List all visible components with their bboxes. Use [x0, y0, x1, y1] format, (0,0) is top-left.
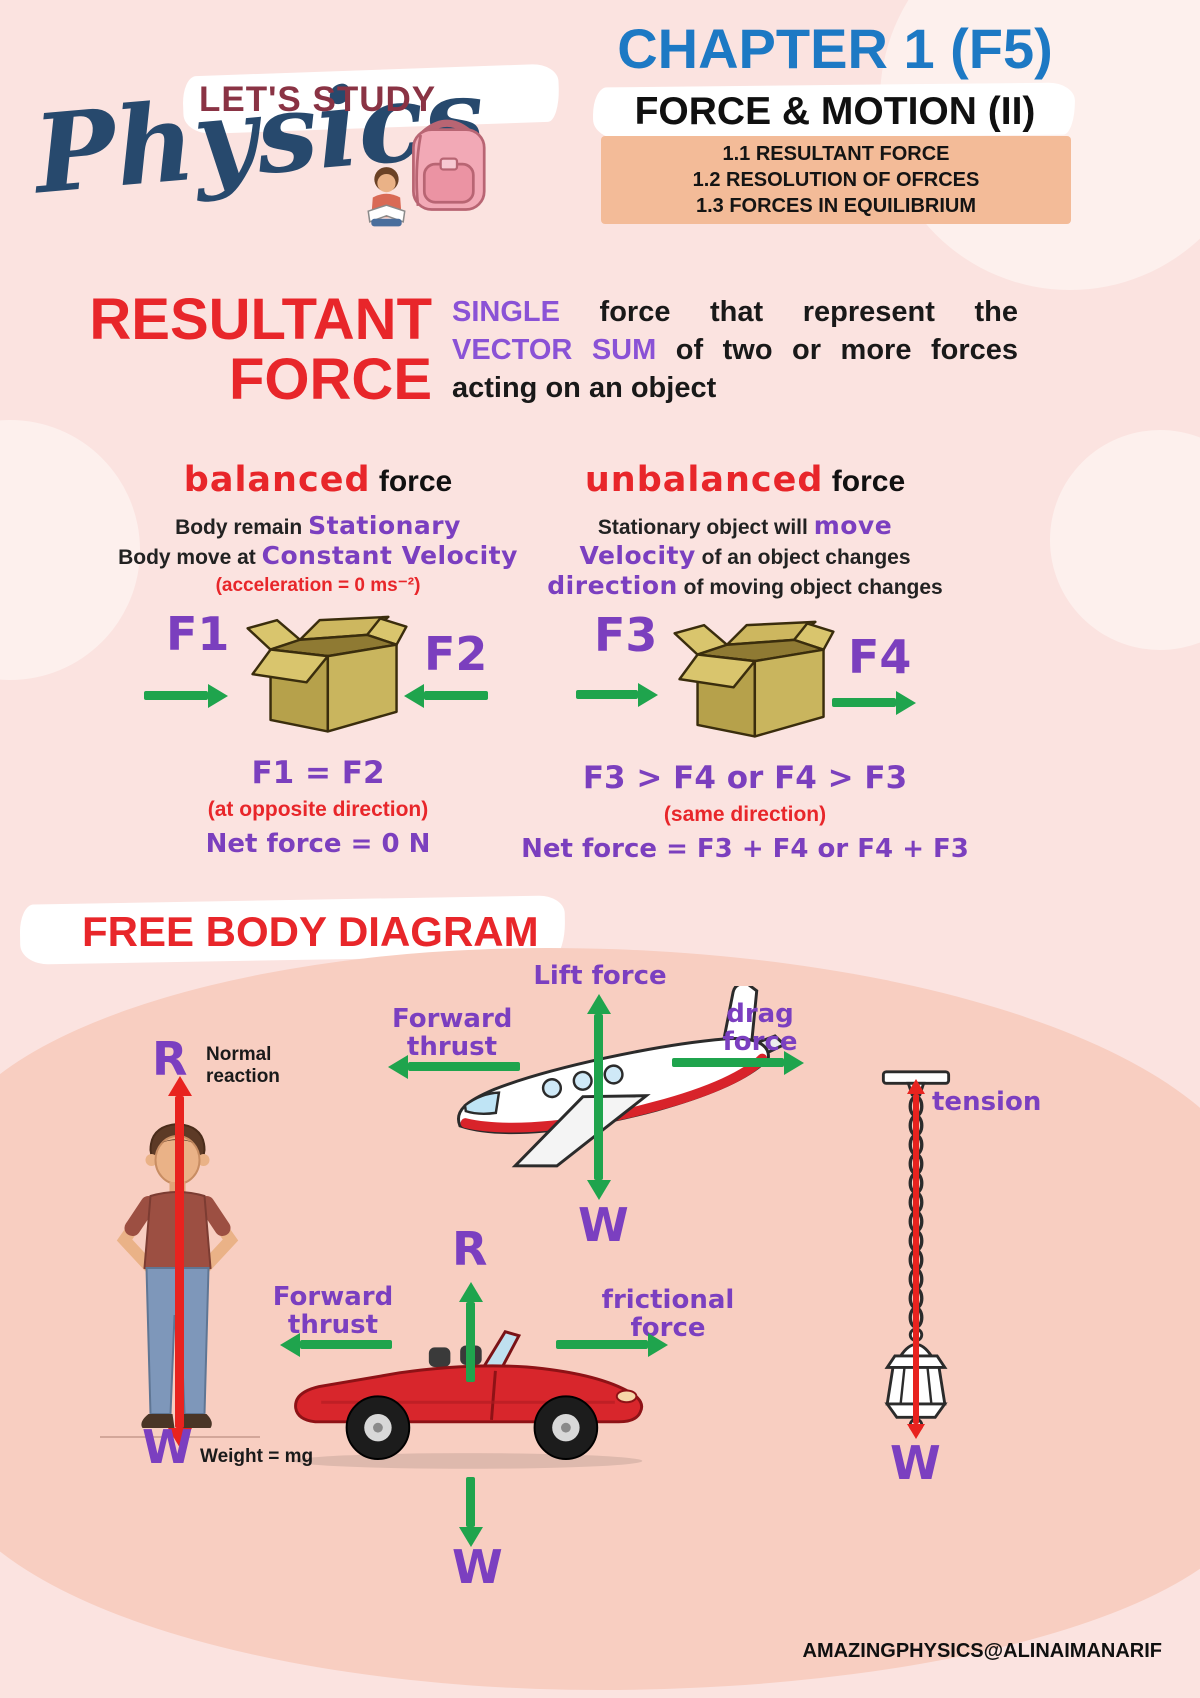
chapter-title: CHAPTER 1 (F5) — [617, 17, 1053, 80]
balanced-line2: Body move at Constant Velocity — [108, 542, 528, 572]
f3-label: F3 — [594, 608, 658, 662]
topic-item: 1.1 RESULTANT FORCE — [722, 143, 950, 165]
balanced-heading-accent: balanced — [183, 460, 371, 500]
line-plain: Body move at — [118, 546, 262, 569]
label-line: Normal — [206, 1044, 272, 1065]
line-plain: of an object changes — [695, 546, 911, 569]
topic-item: 1.2 RESOLUTION OF OFRCES — [692, 169, 980, 191]
balanced-net-force: Net force = 0 N — [205, 829, 431, 859]
unbalanced-heading-rest: force — [823, 465, 906, 498]
lantern-weight-symbol: W — [890, 1436, 941, 1490]
frictional-force-label: frictional force — [598, 1286, 738, 1342]
lift-force-label: Lift force — [533, 961, 667, 991]
unbalanced-heading-accent: unbalanced — [584, 460, 824, 500]
unbalanced-heading: unbalanced force — [510, 460, 980, 500]
f1-label: F1 — [166, 607, 230, 661]
car-reaction-arrow — [466, 1302, 475, 1382]
car-friction-arrow — [556, 1340, 648, 1349]
unbalanced-force-panel: unbalanced force Stationary object will … — [510, 460, 980, 864]
label-line: drag — [726, 999, 794, 1029]
unbalanced-line1: Stationary object will move — [510, 512, 980, 542]
f4-arrow — [832, 698, 896, 707]
unbalanced-direction-note: (same direction) — [663, 803, 827, 826]
line-accent: Constant Velocity — [261, 541, 518, 570]
balanced-force-panel: balanced force Body remain Stationary Bo… — [108, 460, 528, 859]
car-thrust-arrow — [300, 1340, 392, 1349]
f1-arrow — [144, 691, 208, 700]
plane-thrust-arrow — [408, 1062, 520, 1071]
label-line: thrust — [406, 1032, 498, 1063]
chapter-subtitle: FORCE & MOTION (II) — [634, 90, 1036, 133]
f3-arrow — [576, 690, 638, 699]
person-normal-label: Normal reaction — [206, 1044, 280, 1088]
label-line: Forward — [272, 1282, 394, 1312]
f2-label: F2 — [424, 627, 488, 681]
unbalanced-net-force: Net force = F3 + F4 or F4 + F3 — [521, 834, 969, 864]
person-normal-symbol: R — [152, 1032, 188, 1086]
label-line: reaction — [206, 1065, 280, 1087]
resultant-title-line2: FORCE — [229, 347, 432, 412]
line-accent: direction — [547, 571, 678, 600]
label-line: thrust — [287, 1310, 379, 1341]
plane-vertical-arrow — [594, 1014, 603, 1180]
line-plain: of moving object changes — [677, 576, 943, 599]
balanced-heading: balanced force — [108, 460, 528, 500]
background-blob — [1050, 430, 1200, 650]
backpack-icon — [412, 119, 486, 211]
line-accent: Velocity — [579, 541, 696, 570]
line-accent: move — [813, 511, 893, 540]
f4-label: F4 — [848, 630, 912, 684]
balanced-equation: F1 = F2 — [251, 755, 385, 791]
resultant-force-title: RESULTANT FORCE — [60, 290, 432, 410]
topic-item: 1.3 FORCES IN EQUILIBRIUM — [695, 195, 977, 217]
lantern-tension-weight-arrow — [913, 1094, 919, 1424]
tension-label: tension — [932, 1087, 1042, 1117]
reading-kid-icon — [367, 167, 406, 227]
plane-drag-arrow — [672, 1058, 784, 1067]
person-weight-label: Weight = mg — [200, 1446, 314, 1467]
unbalanced-diagram: F3 F4 — [510, 608, 980, 758]
car-thrust-label: Forward thrust — [268, 1283, 398, 1339]
line-plain: Stationary object will — [597, 516, 814, 539]
line-accent: Stationary — [308, 511, 461, 540]
open-box-icon — [246, 615, 408, 733]
f2-arrow — [424, 691, 488, 700]
person-force-arrow — [175, 1096, 184, 1428]
unbalanced-line2: Velocity of an object changes — [510, 542, 980, 572]
car-weight-symbol: W — [452, 1540, 503, 1594]
car-weight-arrow — [466, 1477, 475, 1527]
topics-list: 1.1 RESULTANT FORCE 1.2 RESOLUTION OF OF… — [601, 136, 1071, 224]
person-weight-symbol: W — [142, 1420, 193, 1474]
credit-text: AMAZINGPHYSICS@ALINAIMANARIF — [802, 1640, 1163, 1662]
car-reaction-symbol: R — [452, 1222, 488, 1276]
balanced-line1: Body remain Stationary — [108, 512, 528, 542]
line-plain: Body remain — [175, 516, 309, 539]
acceleration-note: (acceleration = 0 ms⁻²) — [215, 575, 421, 596]
definition-text: of two or more forces acting on an objec… — [452, 334, 1018, 404]
label-line: frictional — [601, 1285, 735, 1315]
definition-text: force that represent the — [559, 296, 1018, 328]
balanced-diagram: F1 F2 — [108, 603, 528, 753]
unbalanced-equation: F3 > F4 or F4 > F3 — [582, 760, 908, 796]
plane-weight-symbol: W — [578, 1198, 629, 1252]
free-body-title: FREE BODY DIAGRAM — [82, 908, 539, 955]
resultant-force-definition: SINGLE force that represent the VECTOR S… — [452, 293, 1018, 407]
resultant-title-line1: RESULTANT — [89, 287, 432, 352]
brand-tagline: LET'S STUDY — [199, 80, 437, 119]
balanced-direction-note: (at opposite direction) — [207, 798, 429, 821]
drag-force-label: drag force — [700, 1000, 820, 1056]
open-box-icon — [673, 620, 835, 738]
label-line: force — [630, 1313, 706, 1344]
unbalanced-line3: direction of moving object changes — [510, 572, 980, 602]
balanced-heading-rest: force — [370, 465, 453, 498]
definition-highlight: SINGLE — [452, 296, 560, 328]
definition-highlight: VECTOR SUM — [452, 334, 657, 366]
forward-thrust-label: Forward thrust — [392, 1005, 512, 1061]
label-line: Forward — [392, 1004, 513, 1034]
